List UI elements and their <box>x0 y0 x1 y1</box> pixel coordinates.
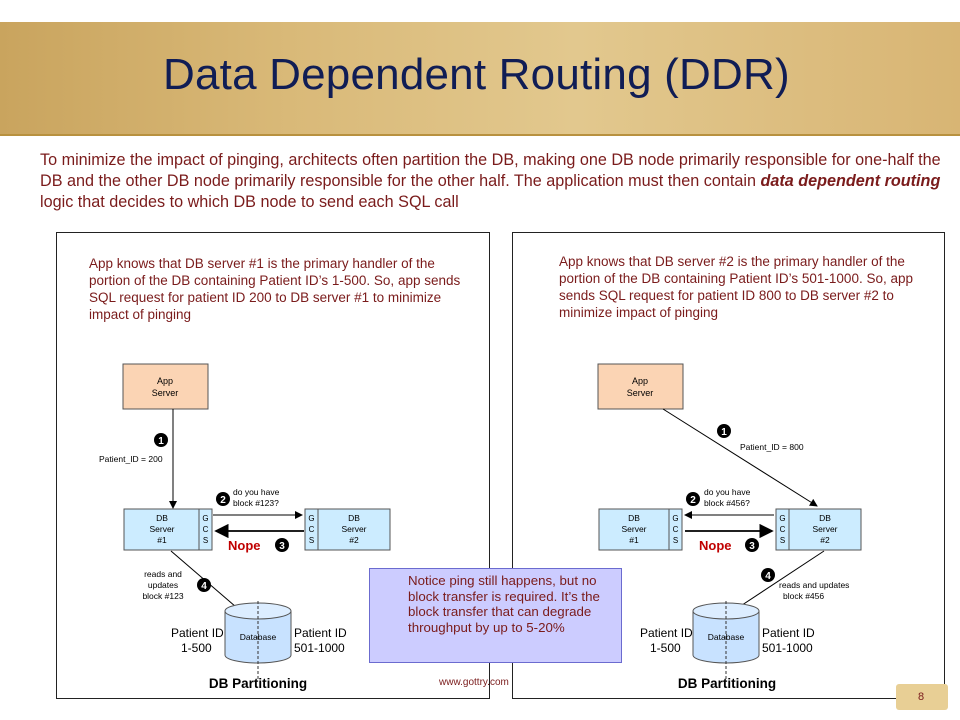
partition-right-line1: Patient ID <box>762 626 815 640</box>
right-panel-note: App knows that DB server #2 is the prima… <box>559 254 913 320</box>
db-server-1-line1: DB <box>156 513 168 523</box>
step-2-badge <box>686 492 700 506</box>
db-server-2-box <box>788 508 862 551</box>
step-4-number: 4 <box>201 581 207 592</box>
step-4-number: 4 <box>765 571 771 582</box>
gcs-2-c: C <box>780 525 786 534</box>
app-server-label-line2: Server <box>152 388 179 398</box>
step-2-badge <box>216 492 230 506</box>
step-4-badge <box>761 568 775 582</box>
partition-left-line2: 1-500 <box>650 641 681 655</box>
app-server-label-line2: Server <box>627 388 654 398</box>
db-server-2-line1: DB <box>348 513 360 523</box>
db-server-2-line2: Server <box>341 524 366 534</box>
page-number-badge <box>896 684 948 710</box>
slide-title: Data Dependent Routing (DDR) <box>163 50 790 99</box>
app-server-box <box>122 363 209 410</box>
read-update-line2: updates <box>148 580 178 590</box>
db-server-1-line2: Server <box>621 524 646 534</box>
footer-url: www.gottry.com <box>439 677 509 688</box>
step-1-number: 1 <box>721 427 727 438</box>
gcs-1-g: G <box>202 514 208 523</box>
nope-label: Nope <box>228 538 261 553</box>
step-3-number: 3 <box>749 541 755 552</box>
right-diagram: App Server 1 Patient_ID = 800 DB Server … <box>597 363 862 691</box>
read-update-line1: reads and updates <box>779 580 849 590</box>
db-server-2-line3: #2 <box>349 535 359 545</box>
app-server-label-line1: App <box>157 376 173 386</box>
nope-label: Nope <box>699 538 732 553</box>
gcs-2-s: S <box>309 536 314 545</box>
intro-text-start: To minimize the impact of pinging, archi… <box>40 151 941 190</box>
read-update-arrow <box>729 550 825 614</box>
db-server-1-line3: #1 <box>157 535 167 545</box>
callout-box: Notice ping still happens, but no block … <box>369 568 622 663</box>
read-update-line2: block #456 <box>783 591 824 601</box>
step-3-badge <box>275 538 289 552</box>
step-1-number: 1 <box>158 436 164 447</box>
db-server-1-box <box>123 508 202 551</box>
callout-text: Notice ping still happens, but no block … <box>408 573 600 635</box>
read-update-line1: reads and <box>144 569 182 579</box>
step-1-badge <box>717 424 731 438</box>
gcs-2-g: G <box>308 514 314 523</box>
db-server-2-line2: Server <box>812 524 837 534</box>
db-server-1-line1: DB <box>628 513 640 523</box>
gcs-1-box <box>198 508 213 551</box>
step-4-badge <box>197 578 211 592</box>
step-3-badge <box>745 538 759 552</box>
gcs-1-s: S <box>203 536 208 545</box>
db-server-2-line1: DB <box>819 513 831 523</box>
left-diagram: App Server 1 Patient_ID = 200 DB Server … <box>99 363 391 691</box>
read-update-line3: block #123 <box>142 591 183 601</box>
intro-paragraph: To minimize the impact of pinging, archi… <box>40 150 955 213</box>
partition-left-line1: Patient ID <box>171 626 224 640</box>
question-line2: block #123? <box>233 498 279 508</box>
header-band <box>0 0 960 136</box>
gcs-2-g: G <box>779 514 785 523</box>
page-number: 8 <box>918 691 925 703</box>
intro-emphasis: data dependent routing <box>760 172 941 190</box>
request-arrow <box>662 408 818 507</box>
patient-id-label: Patient_ID = 800 <box>740 442 804 452</box>
gcs-1-box <box>668 508 683 551</box>
patient-id-label: Patient_ID = 200 <box>99 454 163 464</box>
header-top-strip <box>0 0 960 22</box>
left-panel-note: App knows that DB server #1 is the prima… <box>89 256 461 322</box>
question-line1: do you have <box>704 487 751 497</box>
partition-right-line2: 501-1000 <box>294 641 345 655</box>
step-2-number: 2 <box>220 495 226 506</box>
gcs-1-c: C <box>673 525 679 534</box>
partition-caption: DB Partitioning <box>678 676 776 691</box>
db-server-1-box <box>598 508 670 551</box>
gcs-1-g: G <box>672 514 678 523</box>
partition-caption: DB Partitioning <box>209 676 307 691</box>
header-bottom-rule <box>0 134 960 136</box>
step-2-number: 2 <box>690 495 696 506</box>
gcs-1-c: C <box>203 525 209 534</box>
db-server-1-line2: Server <box>149 524 174 534</box>
intro-text-end: logic that decides to which DB node to s… <box>40 193 459 211</box>
partition-right-line2: 501-1000 <box>762 641 813 655</box>
db-server-2-box <box>317 508 391 551</box>
app-server-label-line1: App <box>632 376 648 386</box>
partition-right-line1: Patient ID <box>294 626 347 640</box>
step-3-number: 3 <box>279 541 285 552</box>
gcs-2-c: C <box>309 525 315 534</box>
question-line2: block #456? <box>704 498 750 508</box>
app-server-box <box>597 363 684 410</box>
step-1-badge <box>154 433 168 447</box>
db-server-1-line3: #1 <box>629 535 639 545</box>
gcs-2-s: S <box>780 536 785 545</box>
partition-left-line2: 1-500 <box>181 641 212 655</box>
gcs-1-s: S <box>673 536 678 545</box>
question-line1: do you have <box>233 487 280 497</box>
partition-left-line1: Patient ID <box>640 626 693 640</box>
db-server-2-line3: #2 <box>820 535 830 545</box>
